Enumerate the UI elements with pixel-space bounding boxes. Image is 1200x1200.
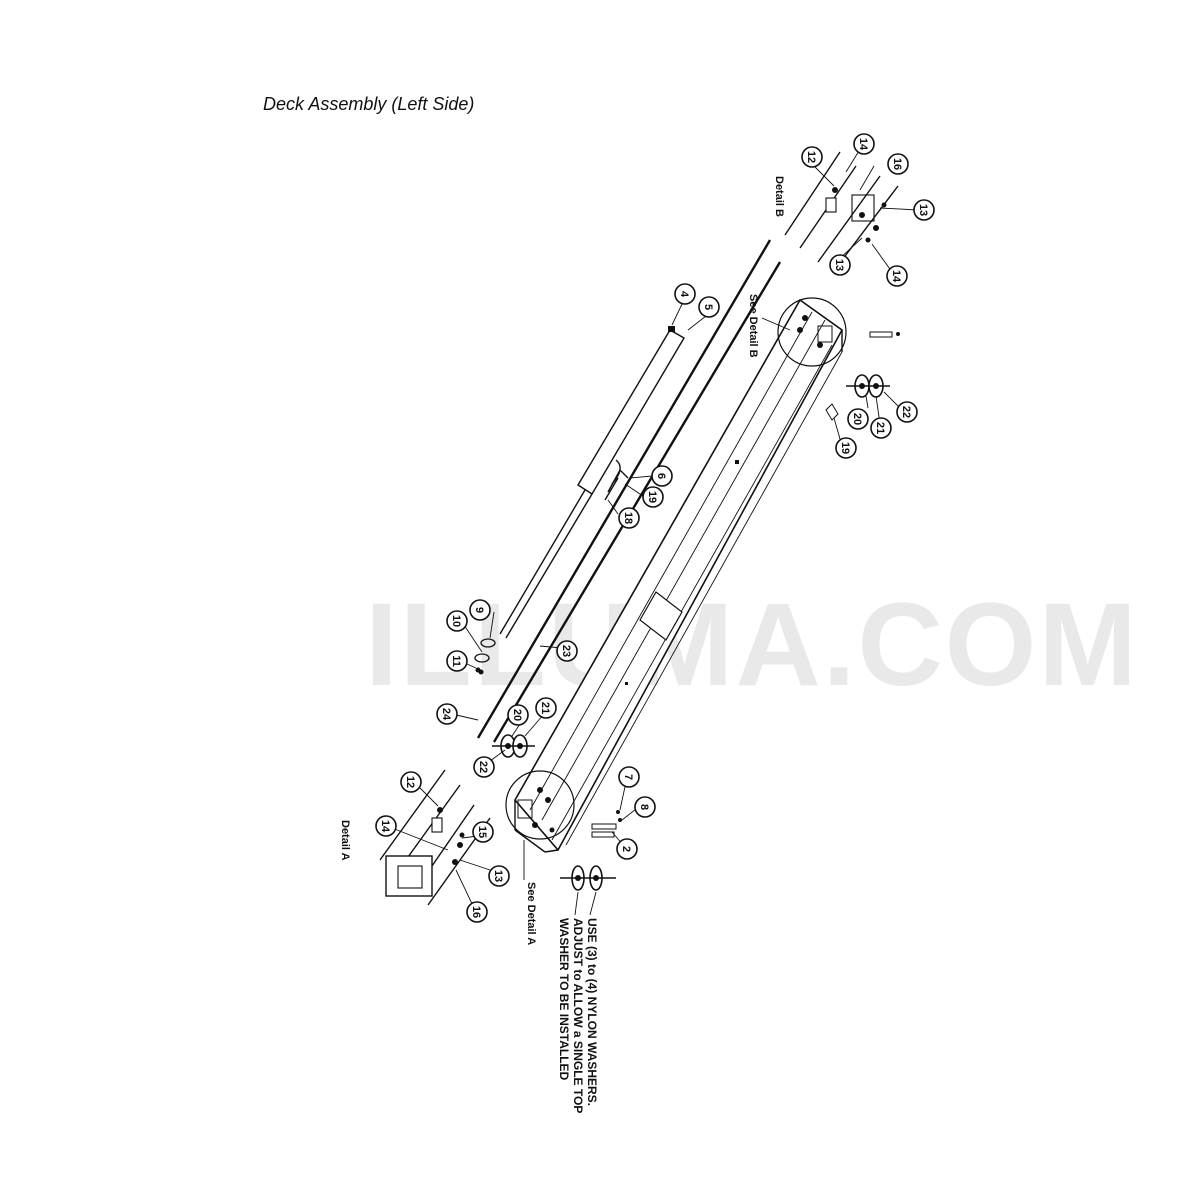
callout-6: 6 [651, 465, 673, 487]
clip-18 [604, 468, 629, 501]
svg-text:14: 14 [857, 138, 869, 151]
callout-17: 18 [618, 507, 640, 529]
callout-9: 9 [469, 599, 491, 621]
callout-18: 19 [642, 486, 664, 508]
svg-text:8: 8 [638, 804, 650, 810]
callout-23: 23 [556, 640, 578, 662]
svg-text:21: 21 [874, 422, 886, 434]
svg-text:11: 11 [450, 655, 462, 667]
svg-text:9: 9 [473, 607, 485, 613]
callout-13-a: 13 [488, 865, 510, 887]
callout-4: 4 [674, 283, 696, 305]
svg-text:22: 22 [477, 761, 489, 773]
callout-14-a: 14 [375, 815, 397, 837]
detail-b-inset [784, 151, 899, 269]
callout-22-b: 22 [896, 401, 918, 423]
callout-2: 2 [616, 838, 638, 860]
svg-text:12: 12 [404, 776, 416, 788]
svg-text:15: 15 [476, 826, 488, 838]
nylon-washer-stack [560, 865, 616, 916]
svg-text:19: 19 [839, 442, 851, 454]
gas-spring [474, 326, 685, 675]
callout-21-a: 21 [535, 697, 557, 719]
callout-10: 10 [446, 610, 468, 632]
callout-5: 5 [698, 296, 720, 318]
svg-text:WASHER TO BE INSTALLED: WASHER TO BE INSTALLED [557, 918, 571, 1081]
callout-16-a: 16 [466, 901, 488, 923]
callout-13-b2: 13 [829, 254, 851, 276]
svg-text:13: 13 [833, 259, 845, 271]
svg-text:22: 22 [900, 406, 912, 418]
pins-a [591, 810, 622, 838]
svg-text:16: 16 [891, 158, 903, 170]
svg-text:ADJUST to ALLOW a SINGLE TOP: ADJUST to ALLOW a SINGLE TOP [571, 918, 585, 1113]
callout-20-a: 20 [507, 704, 529, 726]
svg-text:7: 7 [622, 774, 634, 780]
callout-19: 19 [835, 437, 857, 459]
svg-text:14: 14 [379, 820, 391, 833]
svg-text:10: 10 [450, 615, 462, 627]
see-detail-a-label: See Detail A [525, 882, 537, 945]
svg-text:20: 20 [511, 709, 523, 721]
svg-text:5: 5 [702, 304, 714, 310]
callout-13-b1: 13 [913, 199, 935, 221]
callout-7: 7 [618, 766, 640, 788]
svg-text:14: 14 [890, 270, 902, 283]
callout-20-b: 20 [847, 408, 869, 430]
svg-text:19: 19 [646, 491, 658, 503]
detail-b-circle [777, 297, 847, 367]
callout-16-b: 16 [887, 153, 909, 175]
callout-14-b: 14 [853, 133, 875, 155]
rod-23 [492, 261, 782, 743]
detail-a-label: Detail A [339, 820, 351, 861]
clip-6 [611, 459, 621, 485]
detail-b-label: Detail B [773, 176, 785, 217]
svg-text:16: 16 [470, 906, 482, 918]
see-detail-b-label: See Detail B [747, 294, 759, 358]
svg-text:13: 13 [492, 870, 504, 882]
callout-12-a: 12 [400, 771, 422, 793]
svg-text:18: 18 [622, 512, 634, 524]
svg-text:21: 21 [539, 702, 551, 714]
callout-21-b: 21 [870, 417, 892, 439]
pins-b [869, 331, 900, 338]
svg-text:4: 4 [678, 291, 690, 298]
svg-text:20: 20 [851, 413, 863, 425]
rod-24 [476, 239, 772, 739]
svg-text:13: 13 [917, 204, 929, 216]
callout-14-b2: 14 [886, 265, 908, 287]
roller-set-a [492, 734, 535, 758]
svg-text:24: 24 [440, 708, 452, 721]
callout-24: 24 [436, 703, 458, 725]
svg-text:6: 6 [655, 473, 667, 479]
callout-22-a: 22 [473, 756, 495, 778]
callout-11: 11 [446, 650, 468, 672]
detail-a-inset [379, 769, 491, 906]
roller-set-b [825, 374, 890, 421]
nylon-washer-note: USE (3) to (4) NYLON WASHERS. ADJUST to … [557, 918, 599, 1113]
deck-beam [514, 298, 844, 853]
page-title: Deck Assembly (Left Side) [263, 94, 475, 114]
svg-text:12: 12 [805, 151, 817, 163]
svg-text:23: 23 [560, 645, 572, 657]
svg-text:USE (3) to (4) NYLON WASHERS.: USE (3) to (4) NYLON WASHERS. [585, 918, 599, 1106]
svg-text:2: 2 [620, 846, 632, 852]
callout-8: 8 [634, 796, 656, 818]
callout-12-b: 12 [801, 146, 823, 168]
callout-15-a: 15 [472, 821, 494, 843]
detail-a-circle [505, 770, 575, 840]
